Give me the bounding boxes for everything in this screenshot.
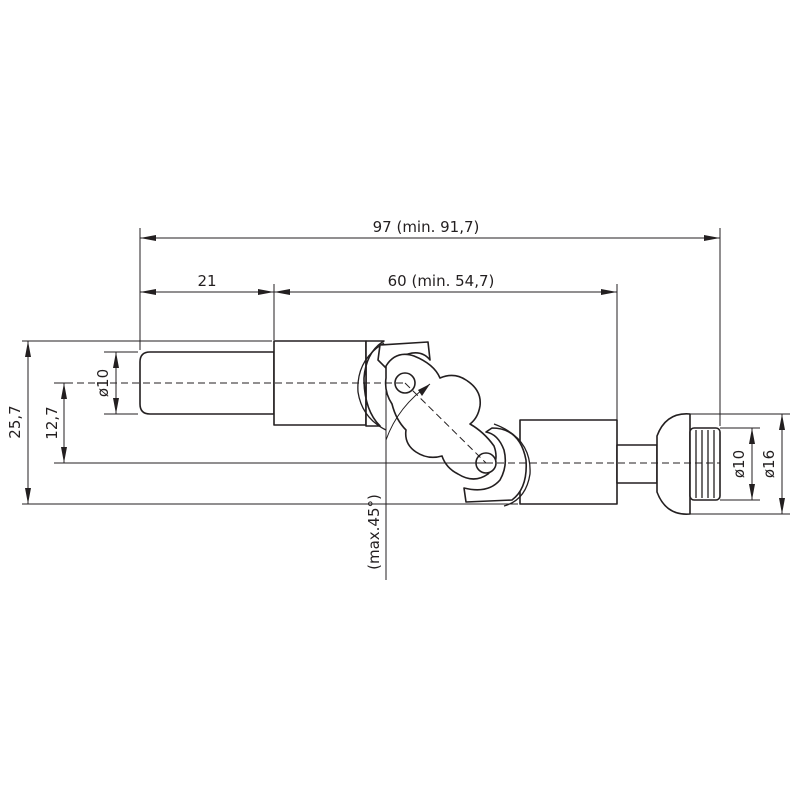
height-label: 25,7 [6,405,24,438]
left-fork [363,340,385,427]
left-fork-arc [357,342,387,431]
knob-outer-diameter-label: ø16 [760,450,778,478]
overall-length-label: 97 (min. 91,7) [373,218,480,236]
output-shaft [616,444,658,484]
offset-label: 12,7 [43,406,61,439]
right-fork [463,427,528,503]
link-axis [404,382,487,464]
right-fork-arc [493,423,531,507]
shaft-length-label: 21 [197,272,216,290]
shaft-diameter-label: ø10 [94,369,112,397]
dimension-labels: 97 (min. 91,7) 21 60 (min. 54,7) 25,7 12… [6,218,778,570]
knob-inner-diameter-label: ø10 [730,450,748,478]
center-lines [66,382,720,464]
extension-lines [22,228,790,580]
input-shaft [139,351,275,415]
knob-flange [656,413,691,515]
angle-label: (max.45°) [365,494,383,570]
knurl-lines [695,430,715,498]
body-length-label: 60 (min. 54,7) [388,272,495,290]
right-body [519,419,618,505]
dimension-lines [25,235,785,514]
part-outline [139,340,721,515]
knurled-knob [689,427,721,501]
